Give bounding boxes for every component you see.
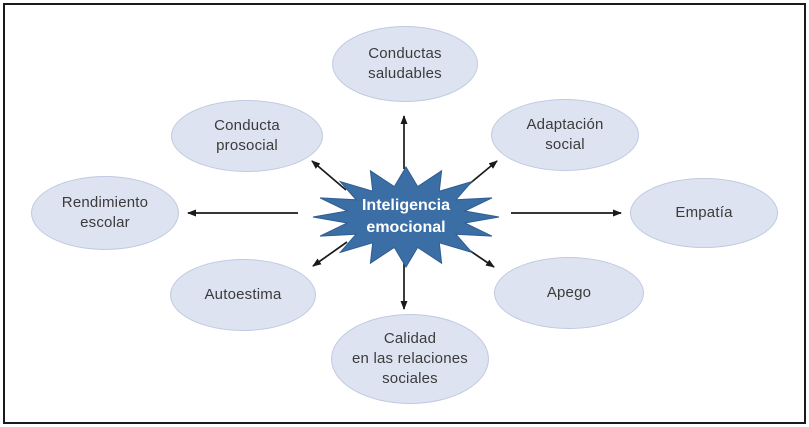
- node-label-line: saludables: [368, 65, 442, 82]
- node-label-line: Calidad: [383, 330, 437, 347]
- node-conducta-prosocial: Conducta prosocial: [171, 100, 323, 172]
- node-label-line: Conductas: [368, 45, 442, 62]
- center-node-label: Inteligencia emocional: [311, 165, 501, 269]
- node-label-line: en las relaciones: [352, 350, 468, 367]
- node-label-line: Adaptación: [526, 116, 604, 133]
- arrow-up-left: [311, 160, 347, 191]
- node-calidad-relaciones-sociales: Calidad en las relaciones sociales: [331, 314, 489, 404]
- center-label-line: emocional: [366, 219, 446, 236]
- node-label-line: prosocial: [216, 137, 278, 154]
- starburst-shape: [312, 166, 500, 268]
- node-label-line: Empatía: [675, 204, 733, 221]
- node-label-line: social: [545, 136, 585, 153]
- node-empatia: Empatía: [630, 178, 778, 248]
- node-label-line: sociales: [382, 370, 438, 387]
- node-adaptacion-social: Adaptación social: [491, 99, 639, 171]
- node-rendimiento-escolar: Rendimiento escolar: [31, 176, 179, 250]
- node-conductas-saludables: Conductas saludables: [332, 26, 478, 102]
- arrow-down-left: [312, 241, 348, 267]
- node-autoestima: Autoestima: [170, 259, 316, 331]
- center-label-line: Inteligencia: [361, 197, 451, 214]
- node-label-line: Apego: [546, 284, 592, 301]
- node-label-line: Autoestima: [204, 286, 282, 303]
- node-label-line: Rendimiento: [61, 194, 149, 211]
- center-node-inteligencia-emocional: Inteligencia emocional: [311, 165, 501, 269]
- node-label-line: escolar: [80, 214, 130, 231]
- node-apego: Apego: [494, 257, 644, 329]
- node-label-line: Conducta: [214, 117, 280, 134]
